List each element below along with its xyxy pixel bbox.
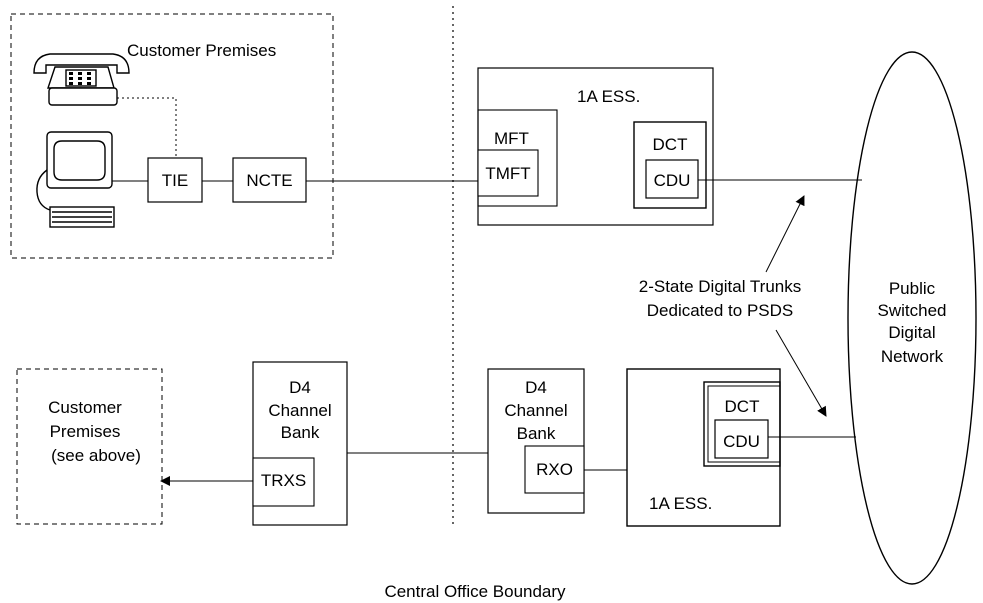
bottom-customer-premises-box (16, 368, 163, 525)
tmft-label: TMFT (485, 164, 531, 183)
bottom-premises-line3: (see above) (51, 446, 141, 465)
cdu-top-box (645, 159, 699, 199)
dct-top-box (633, 121, 707, 209)
cdu-bottom-box (714, 419, 769, 459)
tie-box (147, 157, 203, 203)
tmft-box (477, 149, 539, 197)
channel-bank-right-line2: Channel (504, 401, 568, 420)
channel-bank-left-line3: Bank (280, 423, 320, 442)
channel-bank-right-line3: Bank (516, 424, 556, 443)
trxs-label: TRXS (260, 471, 307, 490)
channel-bank-left-line1: D4 (289, 378, 311, 397)
network-label-line2: Switched (877, 301, 947, 320)
terminal-icon (36, 131, 115, 228)
dct-top-label: DCT (652, 135, 688, 154)
rxo-label: RXO (536, 460, 573, 479)
trxs-box (252, 457, 315, 507)
trunk-arrow-up (765, 195, 805, 273)
top-customer-premises-box (10, 13, 334, 259)
bottom-premises-line1: Customer (48, 398, 122, 417)
central-office-boundary-label: Central Office Boundary (384, 582, 566, 601)
cdu-top-label: CDU (653, 171, 691, 190)
mft-label: MFT (494, 129, 529, 148)
network-label-line3: Digital (888, 323, 936, 342)
tie-label: TIE (161, 171, 189, 190)
bottom-premises-line2: Premises (49, 422, 121, 441)
top-premises-title: Customer Premises (127, 41, 277, 60)
channel-bank-right-box (487, 368, 585, 514)
ncte-label: NCTE (246, 171, 293, 190)
channel-bank-right-line1: D4 (525, 378, 547, 397)
ess-top-title: 1A ESS. (577, 87, 641, 106)
ncte-box (232, 157, 307, 203)
telephone-icon (33, 53, 130, 106)
public-switched-digital-network (847, 51, 977, 585)
network-label-line4: Network (880, 347, 944, 366)
trunk-arrow-down (775, 329, 827, 417)
trunks-label-line2: Dedicated to PSDS (646, 301, 794, 320)
phone-to-tie-dotted-link (117, 97, 177, 158)
trunks-label-line1: 2-State Digital Trunks (638, 277, 802, 296)
channel-bank-left-line2: Channel (268, 401, 332, 420)
dct-bottom-label: DCT (724, 397, 760, 416)
channel-bank-left-box (252, 361, 348, 526)
ess-bottom-title: 1A ESS. (649, 494, 713, 513)
dct-bottom-inner-box (707, 385, 781, 463)
rxo-box (524, 445, 585, 494)
cdu-bottom-label: CDU (723, 432, 760, 451)
network-label-line1: Public (888, 279, 936, 298)
